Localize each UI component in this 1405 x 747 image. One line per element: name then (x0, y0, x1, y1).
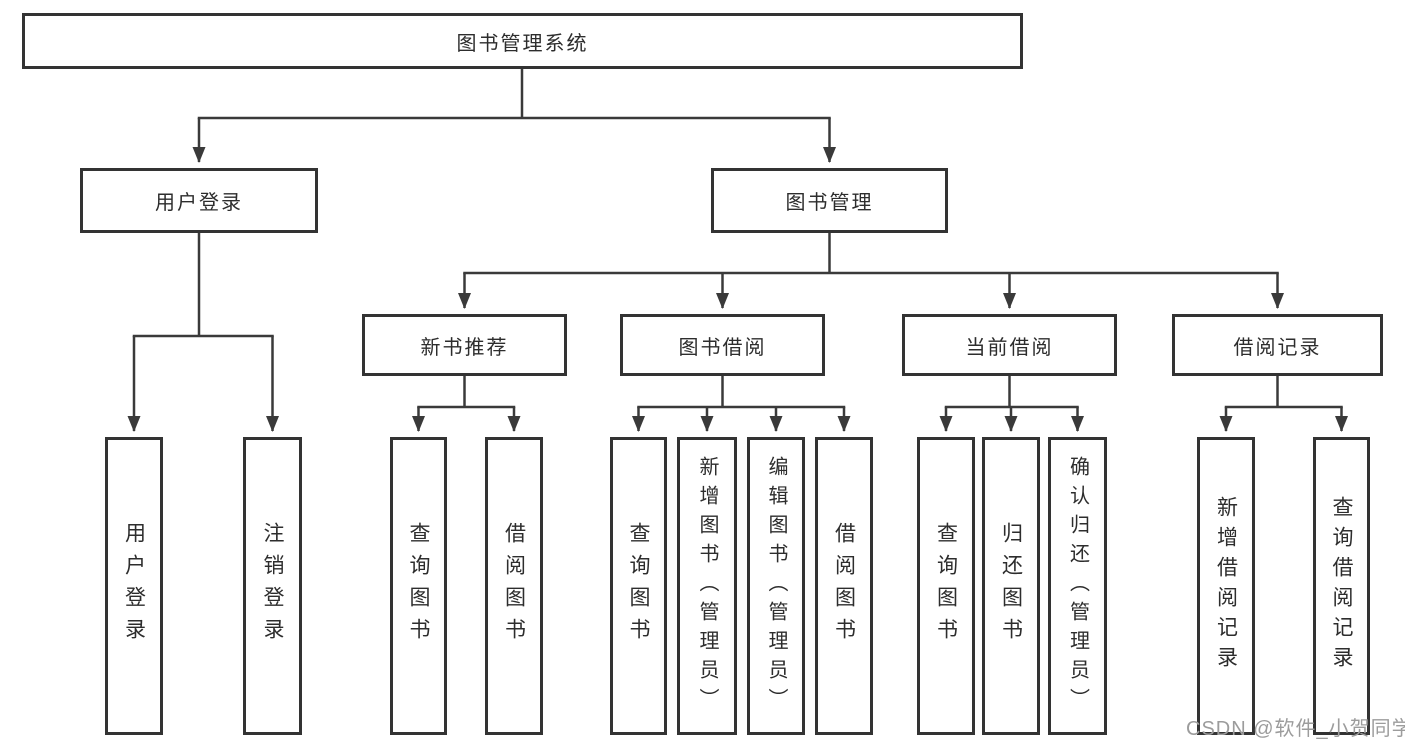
node-current-borrow: 当前借阅 (902, 314, 1117, 376)
node-user-login-label: 用户登录 (155, 192, 243, 214)
node-new-book-recommend: 新书推荐 (362, 314, 567, 376)
leaf-query-borrow-record-label: 查询借阅记录 (1330, 496, 1353, 676)
node-book-management-label: 图书管理 (785, 192, 874, 214)
node-book-borrow: 图书借阅 (620, 314, 825, 376)
leaf-confirm-return-admin-label: 确认归还（管理员） (1066, 455, 1089, 717)
leaf-logout: 注销登录 (243, 437, 302, 735)
node-root-label: 图书管理系统 (456, 32, 589, 55)
leaf-return-books: 归还图书 (982, 437, 1040, 735)
leaf-query-borrow-record: 查询借阅记录 (1313, 437, 1370, 735)
leaf-add-book-admin: 新增图书（管理员） (677, 437, 737, 735)
node-user-login: 用户登录 (80, 168, 318, 233)
leaf-user-login: 用户登录 (105, 437, 163, 735)
leaf-borrow-query-books: 查询图书 (610, 437, 667, 735)
leaf-newbook-query-books: 查询图书 (390, 437, 447, 735)
leaf-edit-book-admin: 编辑图书（管理员） (747, 437, 805, 735)
node-borrow-record-label: 借阅记录 (1233, 336, 1322, 359)
leaf-return-books-label: 归还图书 (999, 522, 1023, 650)
leaf-user-login-label: 用户登录 (122, 522, 146, 650)
leaf-logout-label: 注销登录 (261, 522, 284, 650)
leaf-confirm-return-admin: 确认归还（管理员） (1048, 437, 1107, 735)
node-book-borrow-label: 图书借阅 (678, 336, 767, 359)
leaf-newbook-borrow-books-label: 借阅图书 (502, 522, 526, 650)
leaf-borrow-books: 借阅图书 (815, 437, 873, 735)
leaf-add-borrow-record-label: 新增借阅记录 (1214, 496, 1238, 676)
leaf-current-query-books-label: 查询图书 (934, 522, 958, 650)
node-new-book-recommend-label: 新书推荐 (420, 336, 509, 359)
leaf-edit-book-admin-label: 编辑图书（管理员） (765, 455, 787, 717)
leaf-add-borrow-record: 新增借阅记录 (1197, 437, 1255, 735)
leaf-add-book-admin-label: 新增图书（管理员） (696, 455, 718, 717)
leaf-current-query-books: 查询图书 (917, 437, 975, 735)
node-borrow-record: 借阅记录 (1172, 314, 1383, 376)
leaf-newbook-query-books-label: 查询图书 (407, 522, 430, 650)
leaf-borrow-query-books-label: 查询图书 (627, 522, 650, 650)
node-current-borrow-label: 当前借阅 (965, 336, 1054, 359)
csdn-watermark: CSDN @软件_小贺同学 (1186, 718, 1405, 740)
leaf-borrow-books-label: 借阅图书 (832, 522, 856, 650)
node-book-management: 图书管理 (711, 168, 948, 233)
leaf-newbook-borrow-books: 借阅图书 (485, 437, 543, 735)
node-root: 图书管理系统 (22, 13, 1023, 69)
